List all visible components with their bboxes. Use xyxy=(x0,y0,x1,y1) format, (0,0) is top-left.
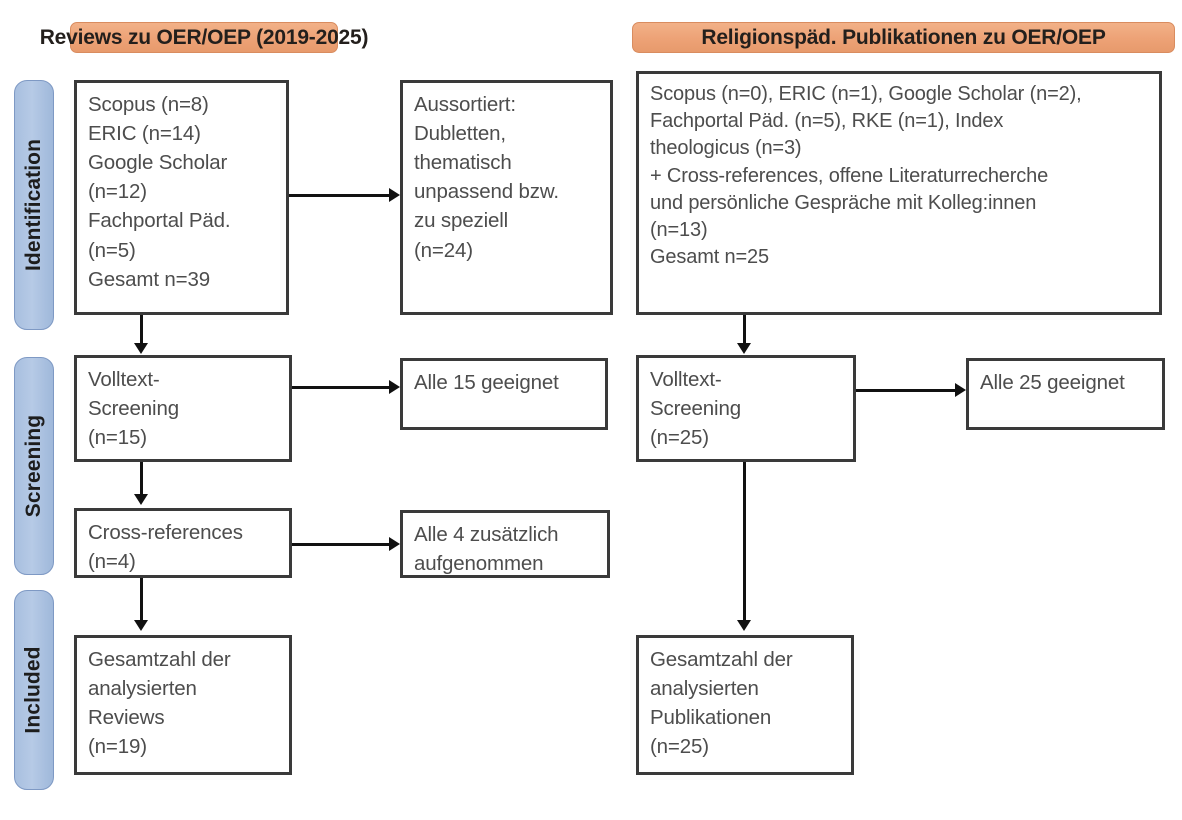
box-right-included-total-text: Gesamtzahl der analysierten Publikatione… xyxy=(650,648,793,759)
arrowhead-left-sources-to-excluded xyxy=(389,188,400,202)
arrowhead-left-screening-to-crossrefs xyxy=(134,494,148,505)
phase-tab-included-label: Included xyxy=(22,646,46,734)
box-right-included-total: Gesamtzahl der analysierten Publikatione… xyxy=(636,635,854,775)
arrowhead-right-screening-to-result xyxy=(955,383,966,397)
connector-left-sources-to-excluded xyxy=(289,194,389,197)
box-left-screening-result: Alle 15 geeignet xyxy=(400,358,608,430)
box-left-identification-sources: Scopus (n=8) ERIC (n=14) Google Scholar … xyxy=(74,80,289,315)
column-banner-reviews: Reviews zu OER/OEP (2019-2025) xyxy=(40,22,369,53)
phase-tab-included: Included xyxy=(14,590,54,790)
box-right-identification-sources: Scopus (n=0), ERIC (n=1), Google Scholar… xyxy=(636,71,1162,315)
box-left-screening-fulltext-text: Volltext- Screening (n=15) xyxy=(88,368,179,450)
arrowhead-left-screening-to-result xyxy=(389,380,400,394)
box-right-screening-result: Alle 25 geeignet xyxy=(966,358,1165,430)
column-banner-reviews-label: Reviews zu OER/OEP (2019-2025) xyxy=(39,25,369,49)
box-left-crossrefs: Cross-references (n=4) xyxy=(74,508,292,578)
connector-left-screening-to-crossrefs xyxy=(140,462,143,494)
connector-left-crossrefs-to-result xyxy=(292,543,389,546)
box-left-included-total: Gesamtzahl der analysierten Reviews (n=1… xyxy=(74,635,292,775)
box-left-identification-sources-text: Scopus (n=8) ERIC (n=14) Google Scholar … xyxy=(88,93,231,291)
arrowhead-right-sources-to-screening xyxy=(737,343,751,354)
box-right-screening-result-text: Alle 25 geeignet xyxy=(980,371,1125,394)
connector-right-sources-to-screening xyxy=(743,315,746,343)
box-right-identification-sources-text: Scopus (n=0), ERIC (n=1), Google Scholar… xyxy=(650,83,1082,269)
box-left-screening-result-text: Alle 15 geeignet xyxy=(414,371,559,394)
box-left-crossrefs-result: Alle 4 zusätzlich aufgenommen xyxy=(400,510,610,578)
box-right-screening-fulltext-text: Volltext- Screening (n=25) xyxy=(650,368,741,450)
arrowhead-left-crossrefs-to-result xyxy=(389,537,400,551)
column-banner-religionspaed: Religionspäd. Publikationen zu OER/OEP xyxy=(632,22,1175,53)
box-left-screening-fulltext: Volltext- Screening (n=15) xyxy=(74,355,292,462)
arrowhead-left-sources-to-screening xyxy=(134,343,148,354)
connector-right-screening-to-included xyxy=(743,462,746,620)
box-left-excluded: Aussortiert: Dubletten, thematisch unpas… xyxy=(400,80,613,315)
phase-tab-screening-label: Screening xyxy=(22,414,45,518)
box-left-crossrefs-result-text: Alle 4 zusätzlich aufgenommen xyxy=(414,523,559,576)
box-left-crossrefs-text: Cross-references (n=4) xyxy=(88,521,243,574)
box-left-included-total-text: Gesamtzahl der analysierten Reviews (n=1… xyxy=(88,648,231,759)
connector-right-screening-to-result xyxy=(856,389,955,392)
connector-left-screening-to-result xyxy=(292,386,389,389)
column-banner-religionspaed-label: Religionspäd. Publikationen zu OER/OEP xyxy=(701,25,1106,49)
phase-tab-identification-label: Identification xyxy=(22,138,46,272)
connector-left-sources-to-screening xyxy=(140,315,143,343)
arrowhead-left-crossrefs-to-included xyxy=(134,620,148,631)
arrowhead-right-screening-to-included xyxy=(737,620,751,631)
connector-left-crossrefs-to-included xyxy=(140,578,143,620)
phase-tab-screening: Screening xyxy=(14,357,54,575)
box-right-screening-fulltext: Volltext- Screening (n=25) xyxy=(636,355,856,462)
phase-tab-identification: Identification xyxy=(14,80,54,330)
box-left-excluded-text: Aussortiert: Dubletten, thematisch unpas… xyxy=(414,93,559,262)
